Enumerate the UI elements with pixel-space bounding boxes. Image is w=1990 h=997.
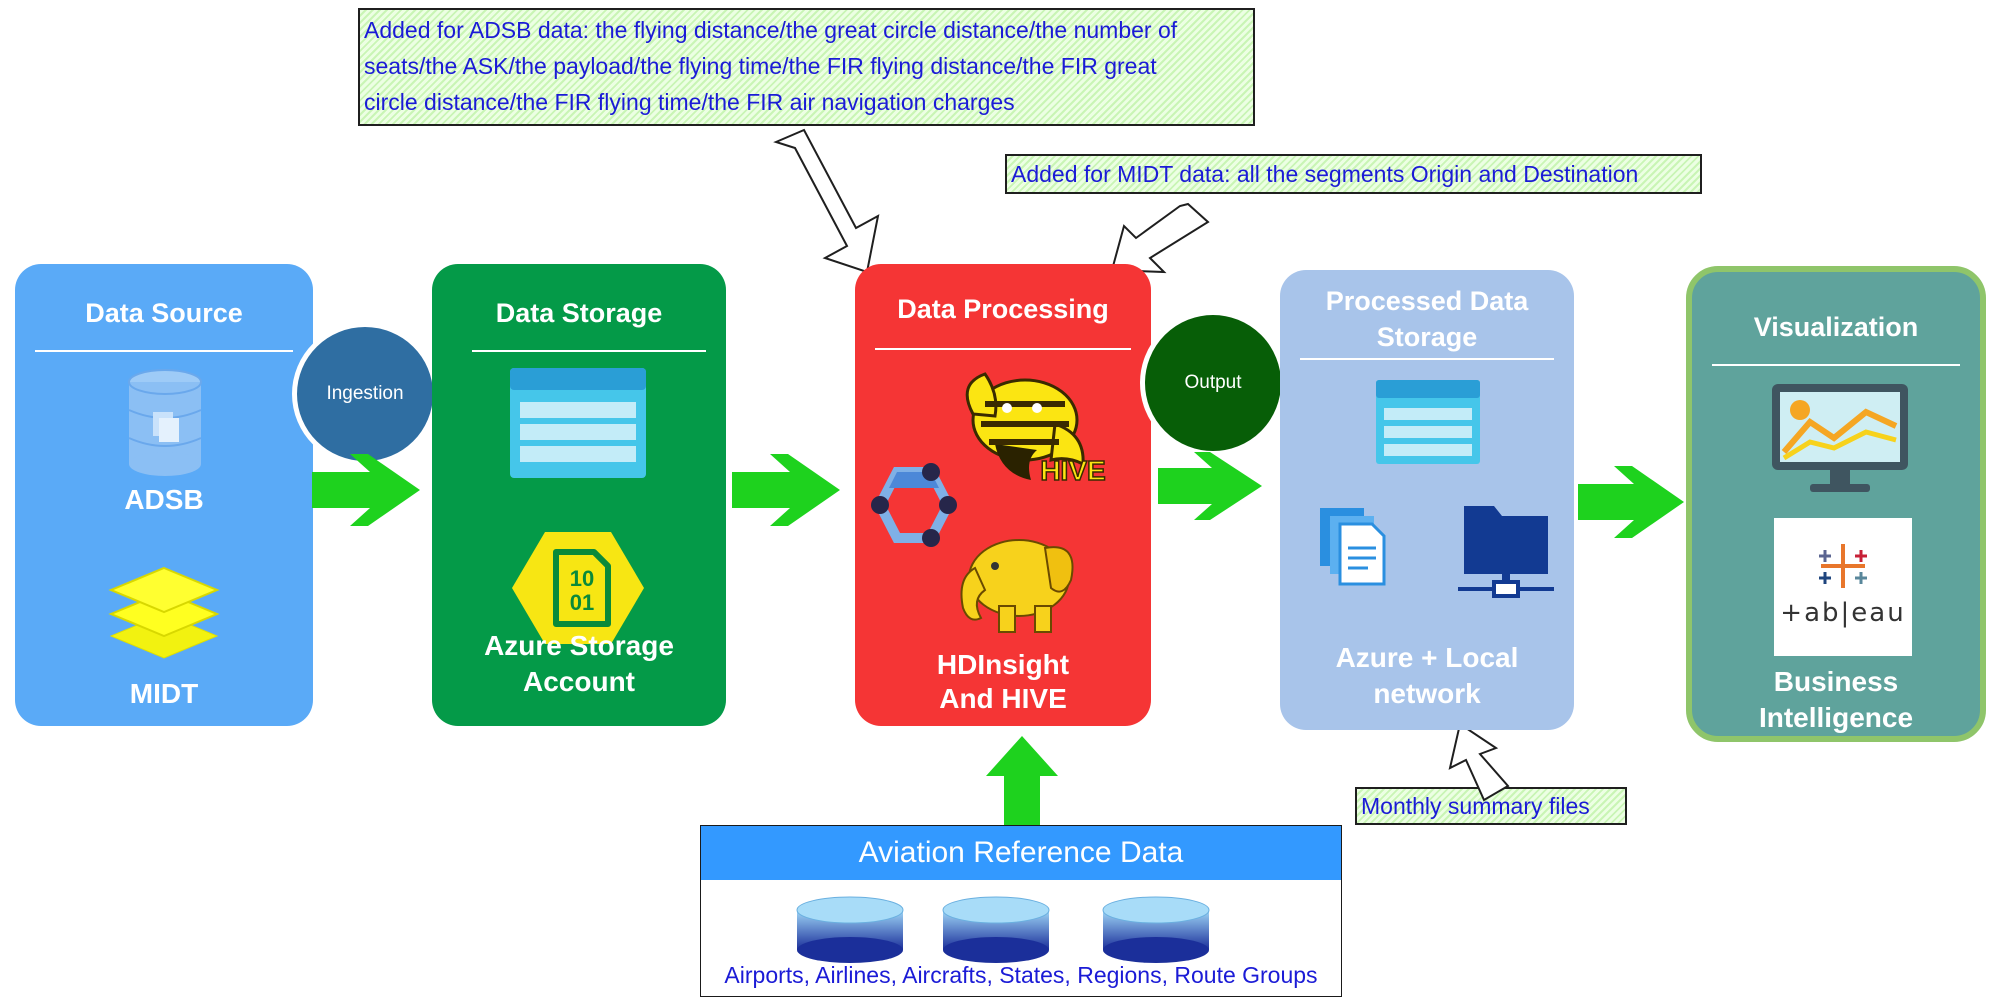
reference-database-icon-3 (1102, 896, 1210, 963)
processed-storage-title-line-2: Storage (1376, 322, 1478, 352)
tableau-cross-icon (1819, 544, 1867, 588)
layers-icon (108, 566, 220, 659)
flow-arrow-to-visualization (1578, 466, 1684, 538)
processed-storage-divider (1300, 358, 1554, 360)
data-storage-title: Data Storage (495, 298, 663, 328)
midt-note: Added for MIDT data: all the segments Or… (1005, 154, 1702, 194)
hive-text: HIVE (1040, 455, 1105, 486)
flow-arrow-storage-to-processing (732, 454, 840, 526)
ingestion-label: Ingestion (326, 383, 404, 404)
data-source-divider (35, 350, 293, 352)
data-source-title: Data Source (85, 298, 243, 328)
data-storage-label-line-1: Azure Storage (484, 630, 674, 661)
reference-database-icon-1 (796, 896, 904, 963)
tableau-wordmark: +ab|eau (1780, 598, 1906, 628)
binary-hexagon-icon: 10 01 (512, 532, 644, 644)
ingestion-badge: Ingestion (292, 322, 438, 466)
visualization-divider (1712, 364, 1960, 366)
processed-storage-label-line-1: Azure + Local (1335, 642, 1519, 673)
adsb-label: ADSB (124, 484, 204, 515)
visualization-title: Visualization (1753, 312, 1919, 342)
network-folder-icon (1458, 506, 1554, 598)
monthly-summary-note: Monthly summary files (1355, 787, 1627, 825)
data-processing-divider (875, 348, 1131, 350)
flow-arrow-output (1158, 452, 1262, 520)
storage-table-icon (510, 368, 646, 478)
visualization-panel: Visualization +ab|eau Business Intellige… (1686, 266, 1986, 742)
data-storage-panel: Data Storage 10 01 Azure Storage Account (432, 264, 726, 726)
processed-storage-title-line-1: Processed Data (1325, 286, 1529, 316)
data-storage-label-line-2: Account (523, 666, 635, 697)
midt-label: MIDT (129, 678, 199, 709)
database-icon (128, 369, 202, 476)
processed-storage-label-line-2: network (1373, 678, 1481, 709)
hdinsight-icon (871, 463, 957, 547)
tableau-logo: +ab|eau (1774, 518, 1912, 656)
monitor-chart-icon (1772, 384, 1908, 492)
reference-data-footer: Airports, Airlines, Aircrafts, States, R… (724, 962, 1318, 988)
adsb-note-line-3: circle distance/the FIR flying time/the … (364, 89, 1015, 115)
data-processing-label-line-1: HDInsight (936, 649, 1070, 680)
processed-storage-panel: Processed Data Storage Azure + Local net… (1280, 270, 1574, 730)
flow-arrow-reference-up (986, 736, 1058, 826)
adsb-note-line-2: seats/the ASK/the payload/the flying tim… (364, 53, 1157, 79)
output-label: Output (1184, 372, 1242, 393)
visualization-label-line-1: Business (1773, 666, 1899, 697)
binary-text-1: 10 (570, 566, 594, 591)
adsb-note-line-1: Added for ADSB data: the flying distance… (364, 17, 1178, 43)
data-source-panel: Data Source ADSB MIDT (15, 264, 313, 726)
visualization-label-line-2: Intelligence (1758, 702, 1914, 733)
data-processing-label-line-2: And HIVE (939, 683, 1067, 714)
midt-note-text: Added for MIDT data: all the segments Or… (1011, 161, 1639, 187)
adsb-note: Added for ADSB data: the flying distance… (358, 8, 1255, 126)
monthly-note-text: Monthly summary files (1361, 793, 1590, 819)
documents-icon (1320, 508, 1386, 586)
hadoop-elephant-icon (960, 539, 1074, 633)
reference-data-box: Aviation Reference Data Airports, Airlin… (700, 825, 1342, 997)
hive-icon: HIVE (965, 372, 1106, 487)
binary-text-2: 01 (570, 590, 594, 615)
data-processing-title: Data Processing (897, 294, 1109, 324)
data-storage-divider (472, 350, 706, 352)
reference-database-icon-2 (942, 896, 1050, 963)
data-processing-panel: Data Processing HIVE HDInsight And HIVE (855, 264, 1151, 726)
reference-data-header: Aviation Reference Data (701, 826, 1341, 880)
output-badge: Output (1140, 310, 1286, 456)
processed-table-icon (1376, 380, 1480, 464)
